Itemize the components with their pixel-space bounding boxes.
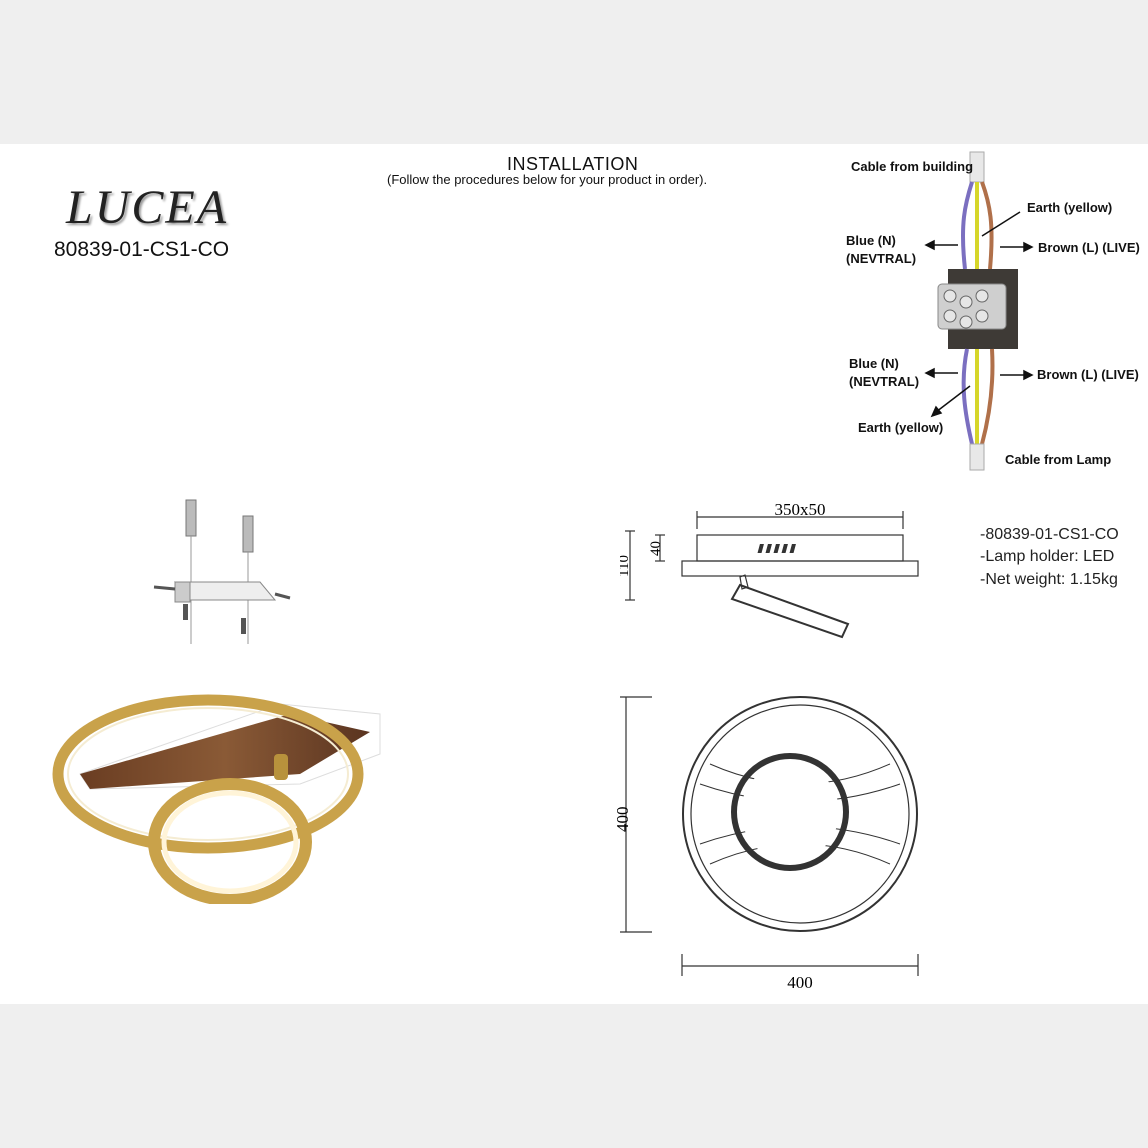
side-elevation-drawing: 350x50 40 110 xyxy=(620,500,919,639)
label-earth-top: Earth (yellow) xyxy=(1027,200,1113,215)
dim-diameter-vertical: 400 xyxy=(613,807,632,833)
wiring-diagram: Cable from building Earth (yellow) Blue … xyxy=(840,144,1148,474)
dim-base-width: 350x50 xyxy=(775,500,826,519)
spec-net-weight: -Net weight: 1.15kg xyxy=(980,571,1118,588)
brand-name: LUCEA xyxy=(66,181,229,234)
spec-lamp-holder: -Lamp holder: LED xyxy=(980,548,1115,565)
label-earth-bottom: Earth (yellow) xyxy=(858,420,944,435)
wire-blue-bottom xyxy=(961,348,974,445)
label-brown-bottom: Brown (L) (LIVE) xyxy=(1037,367,1139,382)
wiring-graphic xyxy=(924,151,1034,471)
dim-diameter-horizontal: 400 xyxy=(787,973,813,992)
spec-code: -80839-01-CS1-CO xyxy=(980,526,1119,543)
label-cable-lamp: Cable from Lamp xyxy=(1005,452,1112,467)
label-blue-top: Blue (N) xyxy=(846,233,896,248)
product-code: 80839-01-CS1-CO xyxy=(54,238,230,261)
installation-subtitle: (Follow the procedures below for your pr… xyxy=(387,172,708,187)
plan-view-drawing: 400 400 xyxy=(613,696,919,992)
label-neutral-bottom: (NEVTRAL) xyxy=(849,374,920,389)
product-render xyxy=(52,694,381,904)
label-brown-top: Brown (L) (LIVE) xyxy=(1038,240,1140,255)
installation-title: INSTALLATION xyxy=(507,154,639,174)
label-neutral-top: (NEVTRAL) xyxy=(846,251,917,266)
label-blue-bottom: Blue (N) xyxy=(849,356,899,371)
wire-brown-top xyxy=(980,181,994,270)
large-ring xyxy=(52,694,364,854)
wire-brown-bottom xyxy=(980,348,995,445)
dim-base-height: 40 xyxy=(648,541,664,556)
wire-blue-top xyxy=(960,181,974,270)
small-ring xyxy=(148,778,312,904)
label-cable-building: Cable from building xyxy=(851,159,974,174)
mounting-bracket-illustration xyxy=(153,499,291,644)
dim-total-height: 110 xyxy=(620,555,632,577)
instruction-sheet: LUCEA 80839-01-CS1-CO INSTALLATION (Foll… xyxy=(0,144,1148,1004)
wood-base xyxy=(80,714,370,789)
